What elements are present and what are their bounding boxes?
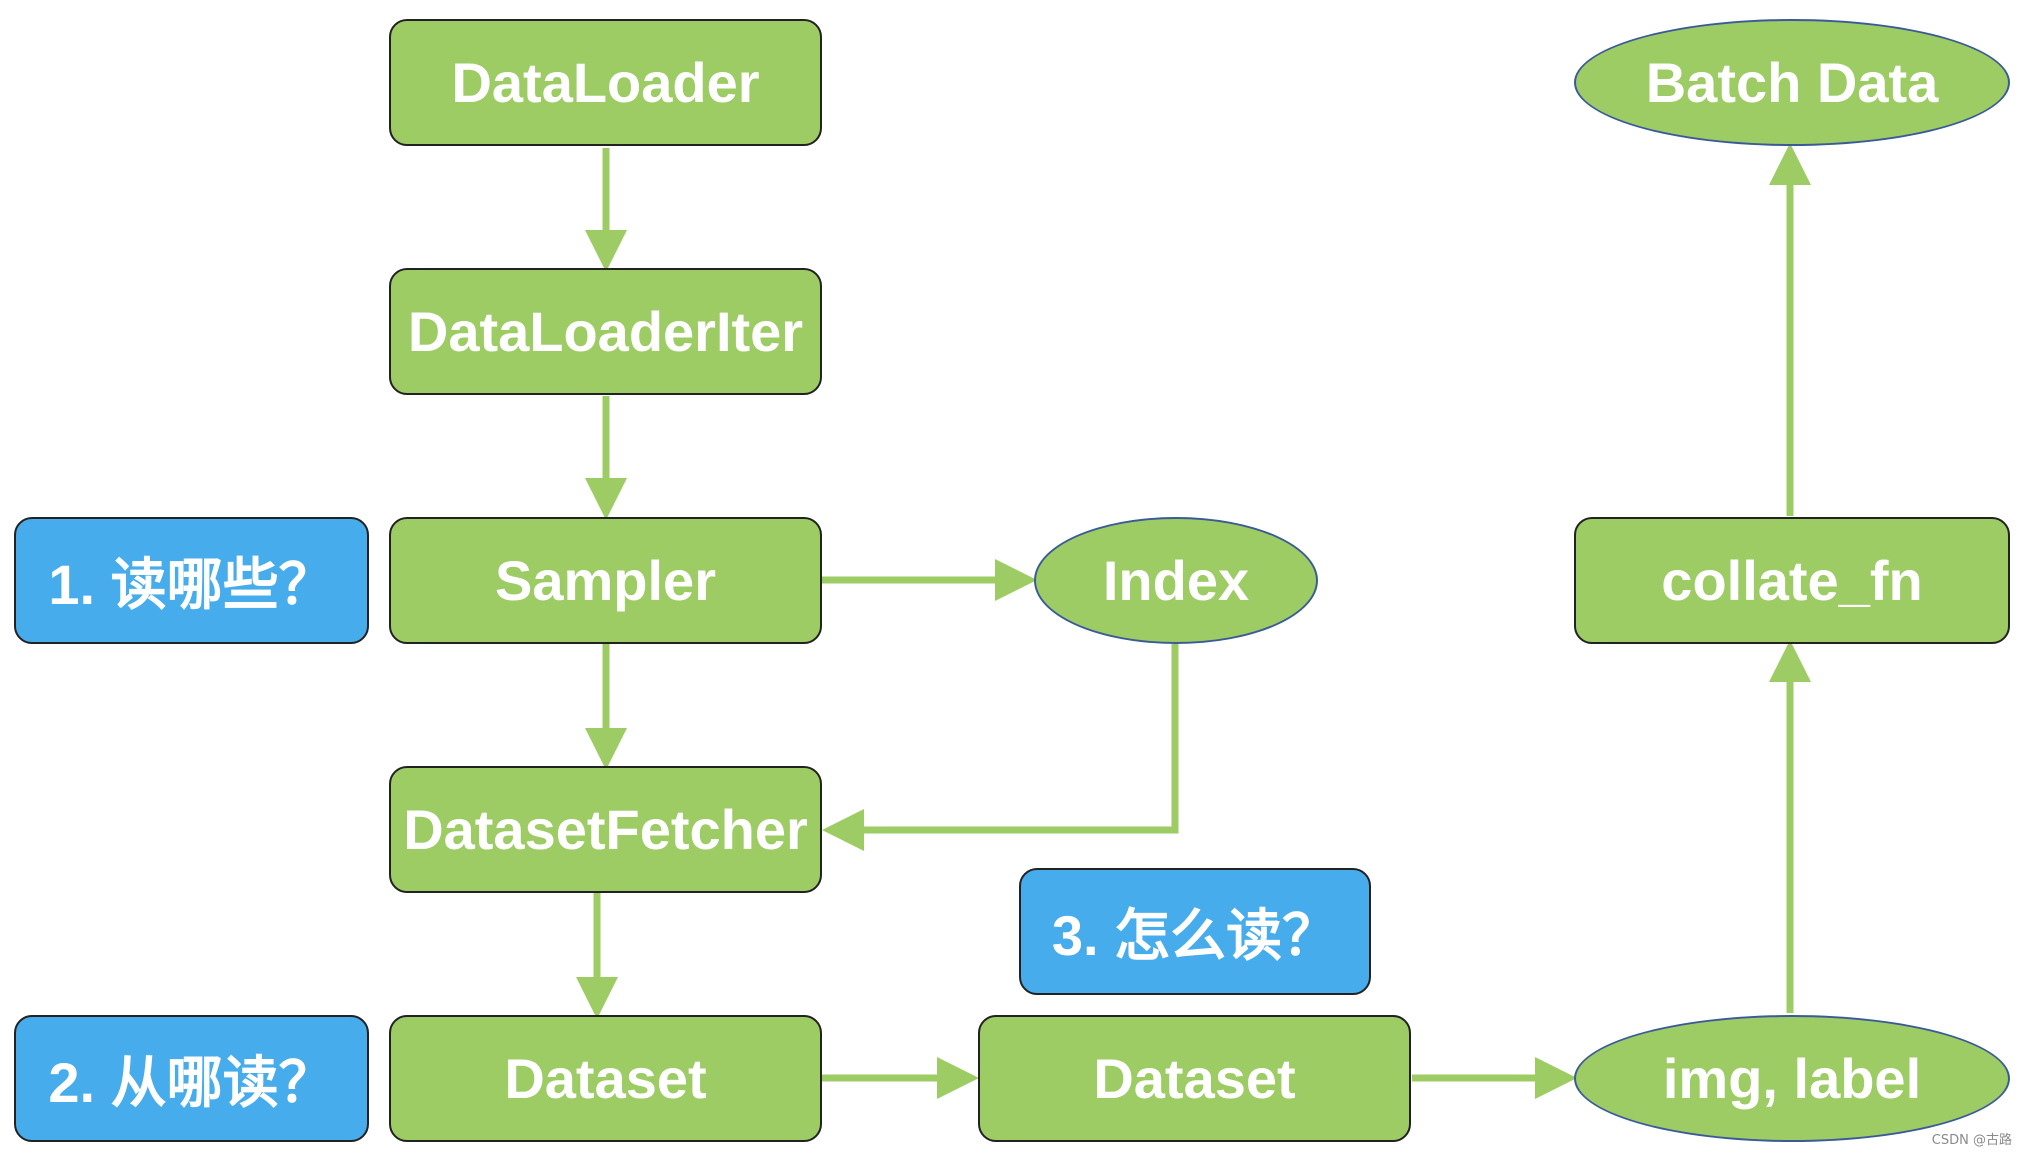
node-dataloader: DataLoader — [389, 19, 822, 146]
node-collate-fn: collate_fn — [1574, 517, 2010, 644]
annotation-which-to-read: 1. 读哪些？ — [14, 517, 369, 644]
node-dataset-fetcher: DatasetFetcher — [389, 766, 822, 893]
edge-index-to-fetcher — [822, 644, 1179, 851]
node-dataloader-iter: DataLoaderIter — [389, 268, 822, 395]
annotation-how-to-read: 3. 怎么读？ — [1019, 868, 1371, 995]
annotation-where-to-read: 2. 从哪读？ — [14, 1015, 369, 1142]
node-dataset-right: Dataset — [978, 1015, 1411, 1142]
watermark-text: CSDN @古路 — [1931, 1133, 2012, 1148]
node-index: Index — [1034, 517, 1318, 644]
node-img-label: img, label — [1574, 1015, 2010, 1142]
node-batch-data: Batch Data — [1574, 19, 2010, 146]
node-dataset-left: Dataset — [389, 1015, 822, 1142]
node-sampler: Sampler — [389, 517, 822, 644]
